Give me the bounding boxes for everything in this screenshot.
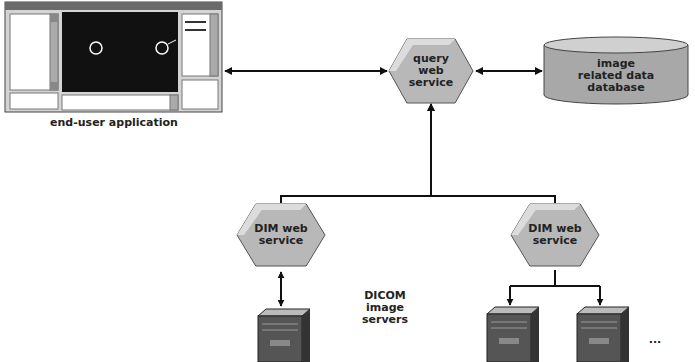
cylinder-top [544,37,688,53]
connector-arrow [281,104,431,203]
server-group-label: DICOM image servers [345,290,425,326]
connector-arrow [431,104,555,203]
hexagon-body [389,39,473,103]
node-label: query web service [404,53,458,89]
continuation-mark: ... [640,334,670,346]
web-service-box: DIM web service [510,203,600,267]
node-label: image related data database [576,58,656,94]
node-label: DIM web service [528,223,582,247]
connector-arrow [225,70,387,72]
server-icon [487,307,539,362]
server-wires [281,270,600,306]
hexagon-body [237,204,325,266]
cylinder-body [544,45,688,104]
server-icon [577,307,629,362]
database-cylinder: image related data database [543,36,689,104]
node-label: DIM web service [254,223,308,247]
connector-arrow [476,70,542,72]
web-service-box: query web service [388,38,474,104]
window-caption: end-user application [50,117,178,129]
web-service-box: DIM web service [236,203,326,267]
hexagon-body [511,204,599,266]
application-window: end-user application [5,0,223,132]
server-icon [258,309,310,362]
application-screenshot [5,2,222,112]
